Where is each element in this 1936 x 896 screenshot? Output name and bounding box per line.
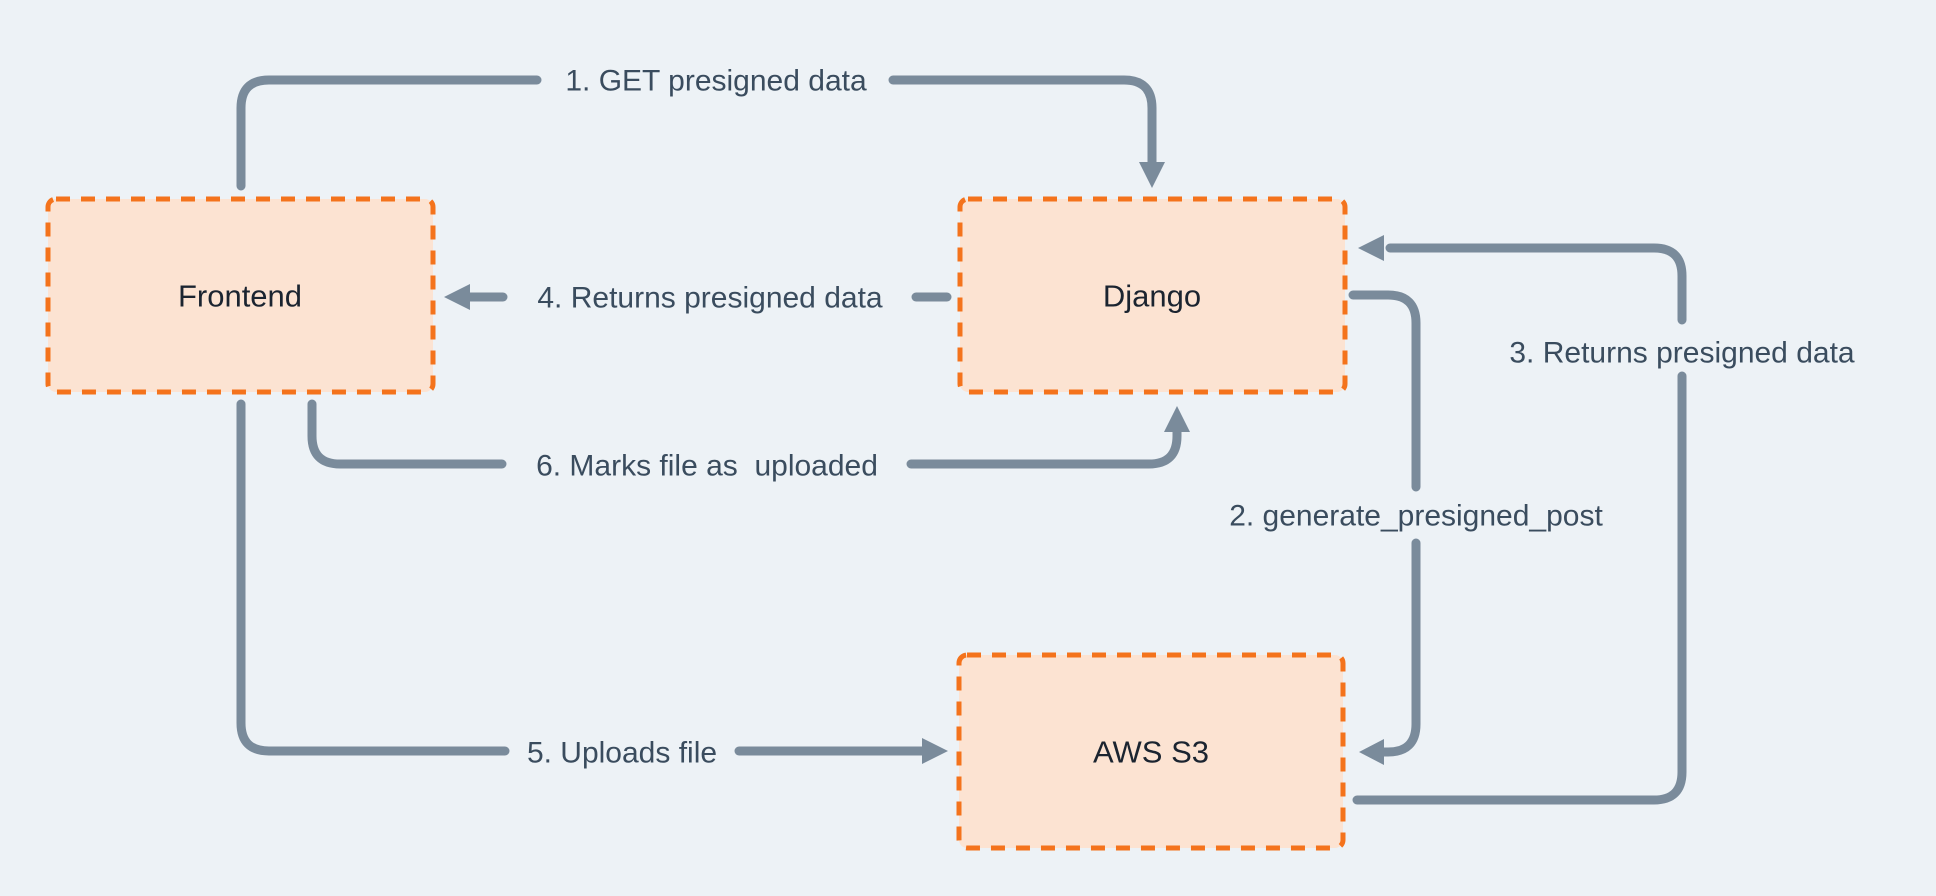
node-frontend-box	[45, 196, 436, 395]
node-frontend: Frontend	[45, 196, 436, 395]
edge-6-path-left	[307, 399, 507, 469]
edge-1-get-presigned-data: 1. GET presigned data	[236, 65, 1165, 191]
edge-3-arrowhead-left-icon	[1358, 235, 1384, 261]
node-django-label: Django	[1103, 279, 1201, 314]
edge-4-returns-presigned-data: 4. Returns presigned data	[444, 282, 952, 315]
edge-2-arrowhead-left-icon	[1359, 739, 1384, 765]
edge-5-label: 5. Uploads file	[527, 737, 717, 770]
node-aws-s3: AWS S3	[956, 652, 1346, 851]
edge-2-path-top	[1348, 290, 1421, 492]
edge-4-label: 4. Returns presigned data	[537, 282, 883, 315]
edge-5-path-left	[236, 399, 510, 756]
edge-5-arrowhead-right-icon	[922, 738, 948, 764]
edge-4-arrowhead-left-icon	[444, 284, 470, 310]
edge-2-path-bottom	[1379, 538, 1421, 757]
edge-2-generate-presigned-post: 2. generate_presigned_post	[1229, 290, 1603, 765]
edge-1-path-left	[236, 75, 542, 191]
edge-6-path-right	[906, 427, 1182, 469]
edge-1-path-right	[888, 75, 1157, 168]
node-aws-s3-box	[956, 652, 1346, 851]
edge-6-label: 6. Marks file as uploaded	[536, 450, 878, 483]
node-aws-s3-label: AWS S3	[1093, 735, 1209, 770]
edge-2-label: 2. generate_presigned_post	[1229, 500, 1603, 533]
edge-1-label: 1. GET presigned data	[565, 65, 867, 98]
node-django-box	[957, 196, 1348, 395]
edge-6-marks-file-uploaded: 6. Marks file as uploaded	[307, 399, 1190, 483]
edge-3-path-top	[1385, 243, 1687, 325]
edge-3-label: 3. Returns presigned data	[1509, 337, 1855, 370]
node-frontend-label: Frontend	[178, 279, 302, 314]
edge-3-path-bottom	[1352, 371, 1687, 805]
node-django: Django	[957, 196, 1348, 395]
edge-1-arrowhead-down-icon	[1139, 162, 1165, 188]
edge-3-returns-presigned-data: 3. Returns presigned data	[1352, 235, 1855, 805]
edge-6-arrowhead-up-icon	[1164, 406, 1190, 432]
edge-5-uploads-file: 5. Uploads file	[236, 399, 948, 770]
